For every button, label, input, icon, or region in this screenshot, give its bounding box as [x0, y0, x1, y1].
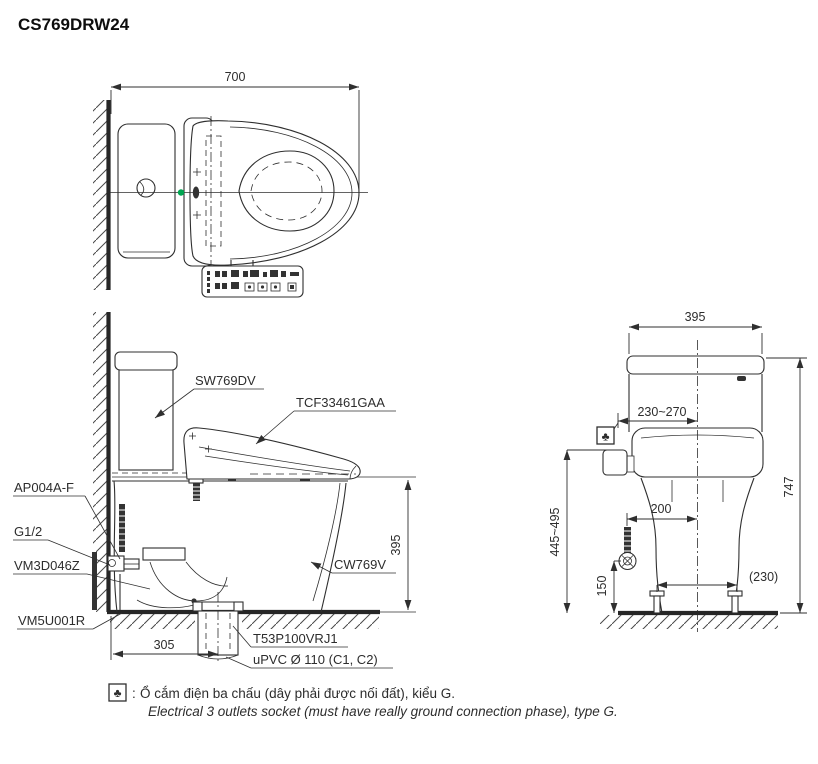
legend-separator: :: [132, 686, 136, 701]
label-washlet: TCF33461GAA: [296, 395, 385, 410]
dim-395-rear-value: 395: [685, 310, 706, 324]
control-panel-buttons: [207, 270, 299, 293]
tank-side: [118, 365, 174, 471]
dim-395-side: 395: [389, 480, 412, 610]
dim-747: 747: [766, 357, 807, 614]
mounting-plate-hidden: [205, 135, 222, 247]
label-hose: VM3D046Z: [14, 558, 80, 573]
washlet-side-profile: [183, 427, 361, 480]
floor-hatch-right: [242, 614, 379, 629]
power-pod: [602, 449, 628, 476]
supply-pipe-in-wall: [92, 552, 97, 610]
power-socket-icon: ♣: [596, 421, 619, 445]
part-labels: SW769DV TCF33461GAA AP004A-F G1/2 VM3D04…: [13, 373, 396, 669]
dim-395-side-value: 395: [389, 535, 403, 556]
dim-305: 305: [110, 616, 218, 660]
label-thread: G1/2: [14, 524, 42, 539]
alignment-cross-marks: [193, 168, 201, 219]
top-view-drawing: 700: [93, 70, 368, 298]
lid-plan: [189, 120, 360, 266]
dim-747-value: 747: [782, 477, 796, 498]
wall-hatch-side: [93, 312, 108, 612]
dim-700: 700: [110, 70, 360, 196]
drain-pipe: [192, 592, 244, 662]
label-cistern: SW769DV: [195, 373, 256, 388]
fixing-bolts: [649, 590, 743, 614]
floor-hatch-left: [110, 614, 195, 629]
dim-230-270: 230~270: [617, 405, 697, 428]
dim-230-bolts-value: (230): [749, 570, 778, 584]
legend-text-vi: Ổ cắm điện ba chấu (dây phải được nối đấ…: [140, 686, 455, 701]
dim-150-value: 150: [595, 576, 609, 597]
legend-socket-glyph: ♣: [114, 686, 122, 700]
supply-valve-rear: [618, 527, 637, 571]
rear-view-drawing: ♣: [548, 310, 807, 632]
dim-395-rear: 395: [628, 310, 763, 354]
legend-text-en: Electrical 3 outlets socket (must have r…: [148, 704, 618, 719]
legend: ♣ : Ổ cắm điện ba chấu (dây phải được nố…: [108, 683, 618, 719]
label-bowl: CW769V: [334, 557, 386, 572]
label-flange: T53P100VRJ1: [253, 631, 338, 646]
dim-200: 200: [626, 502, 697, 526]
label-outlet-socket: VM5U001R: [18, 613, 85, 628]
floor-hatch-rear: [600, 615, 778, 629]
dim-230-270-value: 230~270: [637, 405, 686, 419]
dim-445-495: 445~495: [548, 449, 608, 613]
dim-305-value: 305: [154, 638, 175, 652]
dim-445-495-value: 445~495: [548, 507, 562, 556]
dim-200-value: 200: [651, 502, 672, 516]
wall-hatch-top: [93, 100, 108, 290]
side-view-drawing: 395 305 SW769DV TCF33461GAA AP004A-F G1/…: [13, 312, 416, 669]
legend-socket-icon: [108, 683, 127, 702]
bowl-front-outline: [320, 482, 347, 613]
socket-symbol-glyph: ♣: [602, 430, 610, 444]
bowl-back-outline: [113, 480, 118, 613]
dim-700-value: 700: [225, 70, 246, 84]
label-stop-valve: AP004A-F: [14, 480, 74, 495]
nozzle-mark: [192, 186, 200, 199]
page-title: CS769DRW24: [18, 15, 130, 34]
dim-150: 150: [595, 560, 621, 613]
tank-lid-side: [114, 351, 178, 371]
control-panel: [201, 260, 304, 298]
flush-button: [136, 178, 156, 198]
nozzle-indicator-green: [177, 189, 185, 196]
label-drain-pipe: uPVC Ø 110 (C1, C2): [253, 652, 378, 667]
seat-opening-plan: [238, 150, 335, 232]
tank-rear: [626, 355, 765, 432]
control-panel-keys: [244, 282, 297, 292]
internal-details: [107, 476, 310, 610]
brand-mark: [737, 376, 746, 381]
dim-230-bolts: (230): [656, 570, 778, 592]
